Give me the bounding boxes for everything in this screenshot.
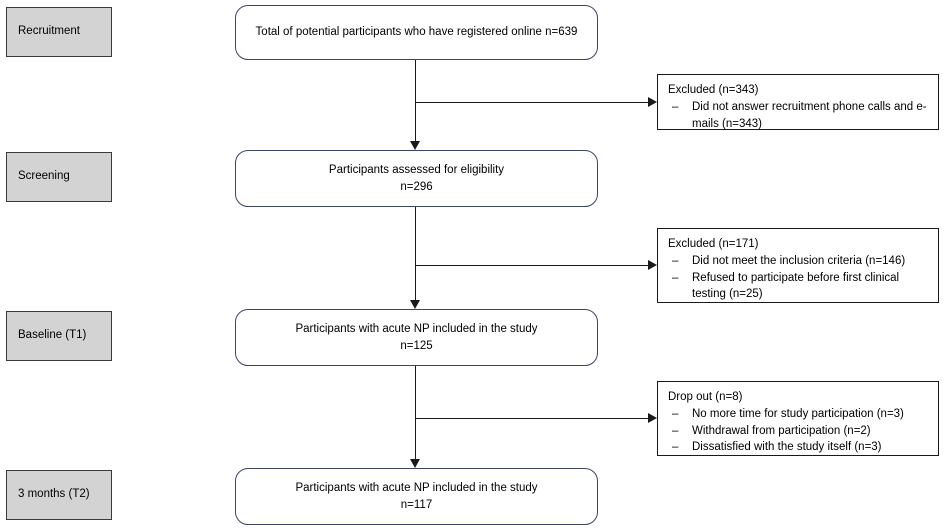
- dash-bullet-icon: –: [672, 271, 679, 284]
- flow-box-registered: Total of potential participants who have…: [235, 5, 598, 60]
- flow-box-included-t1: Participants with acute NP included in t…: [235, 309, 598, 366]
- side-box-list: – Did not answer recruitment phone calls…: [668, 99, 929, 132]
- list-item-text: Refused to participate before first clin…: [692, 271, 900, 300]
- list-item-text: Did not answer recruitment phone calls a…: [692, 101, 927, 130]
- flow-box-count: n=125: [400, 339, 433, 352]
- flow-box-line: Participants assessed for eligibility: [328, 163, 505, 176]
- stage-label-text: Screening: [18, 170, 70, 183]
- list-item-text: Withdrawal from participation (n=2): [692, 424, 871, 437]
- stage-label-text: Recruitment: [18, 25, 80, 38]
- side-box-title: Excluded (n=171): [668, 238, 759, 250]
- dash-bullet-icon: –: [672, 440, 679, 453]
- flow-box-line: Participants with acute NP included in t…: [295, 322, 538, 335]
- connector-branch-excluded-2: [415, 265, 649, 266]
- arrowhead-down-assessed: [410, 141, 420, 150]
- stage-label-text: 3 months (T2): [18, 488, 90, 501]
- arrowhead-down-included-t1: [410, 300, 420, 309]
- flow-box-included-t2: Participants with acute NP included in t…: [235, 468, 598, 525]
- flow-box-count: n=117: [400, 498, 433, 511]
- stage-label-text: Baseline (T1): [18, 329, 87, 342]
- dash-bullet-icon: –: [672, 255, 679, 268]
- list-item-text: No more time for study participation (n=…: [692, 408, 904, 421]
- connector-included-t1-to-included-t2: [415, 365, 416, 464]
- flow-box-assessed: Participants assessed for eligibility n=…: [235, 150, 598, 207]
- connector-branch-excluded-1: [415, 102, 649, 103]
- dash-bullet-icon: –: [672, 101, 679, 114]
- stage-label-screening: Screening: [6, 152, 112, 202]
- list-item: – Dissatisfied with the study itself (n=…: [668, 439, 929, 455]
- arrowhead-right-excluded-2: [648, 260, 657, 270]
- stage-label-baseline: Baseline (T1): [6, 311, 112, 361]
- flow-box-line: Participants with acute NP included in t…: [295, 481, 538, 494]
- list-item: – Withdrawal from participation (n=2): [668, 423, 929, 439]
- side-box-list: – No more time for study participation (…: [668, 406, 929, 455]
- stage-label-recruitment: Recruitment: [6, 7, 112, 57]
- list-item: – Did not answer recruitment phone calls…: [668, 99, 929, 132]
- list-item-text: Dissatisfied with the study itself (n=3): [692, 440, 882, 453]
- list-item: – Did not meet the inclusion criteria (n…: [668, 253, 929, 269]
- arrowhead-down-included-t2: [410, 459, 420, 468]
- list-item-text: Did not meet the inclusion criteria (n=1…: [692, 255, 906, 268]
- connector-branch-dropout: [415, 418, 649, 419]
- list-item: – No more time for study participation (…: [668, 406, 929, 422]
- dash-bullet-icon: –: [672, 424, 679, 437]
- flow-box-count: n=296: [400, 180, 433, 193]
- connector-assessed-to-included-t1: [415, 206, 416, 305]
- flow-box-line: Total of potential participants who have…: [255, 26, 578, 39]
- side-box-title: Drop out (n=8): [668, 391, 743, 403]
- arrowhead-right-excluded-1: [648, 97, 657, 107]
- side-box-dropout: Drop out (n=8) – No more time for study …: [657, 381, 939, 456]
- side-box-title: Excluded (n=343): [668, 84, 759, 96]
- side-box-excluded-1: Excluded (n=343) – Did not answer recrui…: [657, 74, 939, 130]
- side-box-list: – Did not meet the inclusion criteria (n…: [668, 253, 929, 302]
- dash-bullet-icon: –: [672, 408, 679, 421]
- side-box-excluded-2: Excluded (n=171) – Did not meet the incl…: [657, 228, 939, 303]
- stage-label-followup: 3 months (T2): [6, 470, 112, 520]
- list-item: – Refused to participate before first cl…: [668, 270, 929, 303]
- arrowhead-right-dropout: [648, 413, 657, 423]
